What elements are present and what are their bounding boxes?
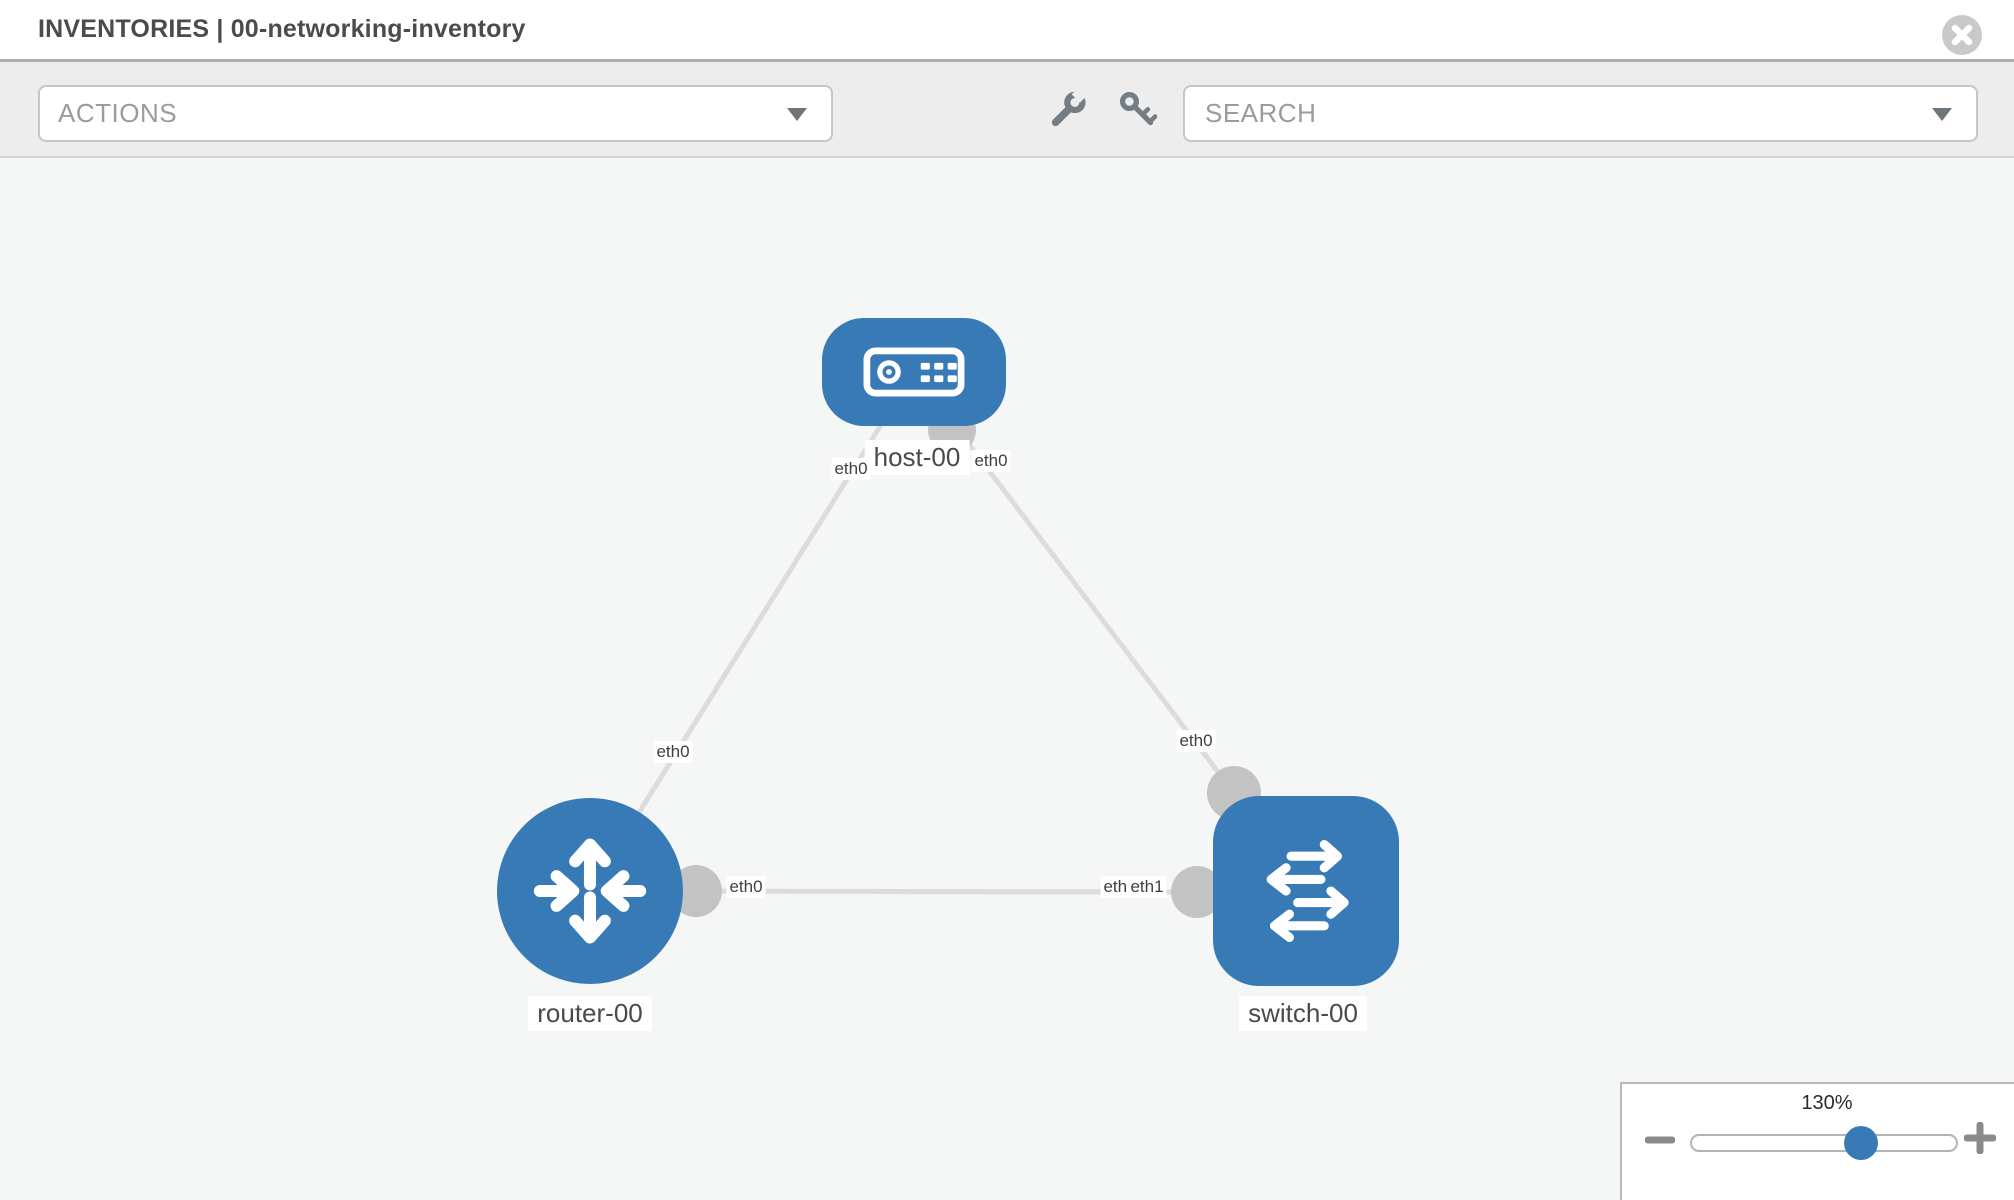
zoom-slider[interactable]: [1690, 1126, 1958, 1160]
interface-label: eth1: [1127, 876, 1167, 898]
search-dropdown[interactable]: [1183, 85, 1978, 142]
search-input[interactable]: [1203, 97, 1897, 130]
zoom-in-button[interactable]: [1963, 1121, 1997, 1155]
interface-label: eth0: [1176, 730, 1216, 752]
zoom-slider-thumb[interactable]: [1843, 1126, 1878, 1160]
topology-canvas[interactable]: [0, 158, 2014, 1200]
interface-label: eth0: [726, 876, 766, 898]
node-label: host-00: [864, 440, 970, 475]
key-icon: [1119, 91, 1158, 125]
host-icon: [863, 347, 965, 397]
actions-dropdown-label: ACTIONS: [58, 98, 178, 128]
minus-icon: [1644, 1136, 1676, 1143]
chevron-down-icon: [1932, 107, 1952, 121]
switch-icon: [1266, 840, 1349, 942]
close-button[interactable]: [1942, 15, 1982, 55]
credentials-button[interactable]: [1110, 83, 1166, 139]
toolbar: ACTIONS: [0, 62, 2014, 158]
node-router[interactable]: [497, 798, 683, 984]
node-label: router-00: [528, 996, 652, 1031]
chevron-down-icon: [787, 107, 807, 121]
interface-label: eth0: [971, 450, 1011, 472]
node-host[interactable]: [822, 318, 1006, 426]
wrench-icon: [1051, 86, 1088, 126]
window-header: INVENTORIES | 00-networking-inventory: [0, 0, 2014, 62]
tools-button[interactable]: [1040, 83, 1096, 139]
page-title: INVENTORIES | 00-networking-inventory: [38, 15, 526, 43]
interface-label: eth0: [831, 458, 871, 480]
node-label: switch-00: [1239, 996, 1367, 1031]
zoom-percent-label: 130%: [1801, 1092, 1853, 1114]
plus-icon: [1963, 1121, 1997, 1155]
zoom-out-button[interactable]: [1644, 1128, 1676, 1154]
node-switch[interactable]: [1213, 796, 1399, 986]
zoom-control-panel: 130%: [1620, 1082, 2014, 1200]
interface-label: eth0: [653, 741, 693, 763]
router-icon: [533, 838, 647, 944]
close-icon: [1951, 24, 1973, 46]
actions-dropdown[interactable]: ACTIONS: [38, 85, 833, 142]
